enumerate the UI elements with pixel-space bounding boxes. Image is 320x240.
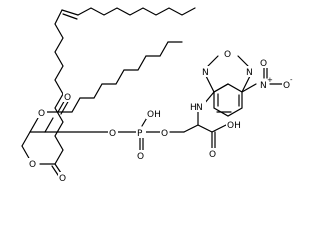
- serine-group: H N OH O: [169, 91, 242, 160]
- phosphate-oh: OH: [147, 110, 161, 120]
- nitro-n: N: [260, 81, 267, 91]
- phosphate-p: P: [137, 129, 143, 139]
- oleoyl-cis-double-bond-second: [62, 13, 78, 20]
- nbd-c-n-left-inner: [213, 83, 229, 93]
- glycerol-o2-bond: [29, 117, 39, 133]
- second-acyl-chain: O O: [29, 41, 183, 133]
- second-ester-o: O: [38, 109, 45, 119]
- oleoyl-chain-bonds: [54, 9, 64, 165]
- acid-o: O: [209, 150, 216, 160]
- nitro-o-right: O: [283, 81, 290, 91]
- nbd-n-o-right: [237, 55, 249, 67]
- oleoyl-ester-o: O: [29, 160, 36, 170]
- oleoyl-chain: O O: [21, 7, 196, 184]
- glycerol-c3-o: [44, 117, 54, 133]
- nbd-c-n-left: [205, 75, 215, 93]
- second-carbonyl-o: O: [64, 93, 71, 103]
- serine-ch2-calpha: [183, 124, 199, 133]
- nbd-n-left: N: [202, 68, 209, 78]
- nitro-plus: +: [267, 76, 273, 84]
- nbd-ring-system: N O N: [201, 48, 255, 117]
- amine-n: N: [196, 103, 203, 113]
- glycerol-c1-c2: [21, 131, 31, 147]
- acid-oh: OH: [227, 121, 241, 131]
- cooh-oh: [211, 124, 227, 133]
- nitro-o-upper: O: [260, 59, 267, 69]
- nbd-o: O: [224, 50, 231, 60]
- oleoyl-carbonyl-o: O: [59, 174, 66, 184]
- second-chain-bonds: [57, 41, 183, 113]
- phosphate-o-serine: O: [161, 129, 168, 139]
- nitro-minus: -: [290, 76, 293, 84]
- nitro-c-n: [241, 83, 257, 93]
- nitro-group: N + O O -: [241, 57, 293, 93]
- phosphate-o-double: O: [137, 152, 144, 162]
- oleoyl-cis-double-bond: [61, 9, 79, 16]
- calpha-cooh: [197, 124, 213, 133]
- phosphate-o-glycerol: O: [109, 129, 116, 139]
- oleoyl-tail-bonds: [77, 7, 196, 16]
- oleoyl-ester-o-glycerol: [21, 145, 31, 161]
- nbd-n-o-left: [207, 55, 219, 67]
- amine-h: H: [190, 103, 197, 113]
- nbd-n-right: N: [246, 68, 253, 78]
- chemical-structure-diagram: O O O O O P OH O O: [21, 7, 293, 184]
- nbd-c-n-right: [241, 75, 251, 93]
- phosphate-group: O P OH O O: [44, 108, 170, 162]
